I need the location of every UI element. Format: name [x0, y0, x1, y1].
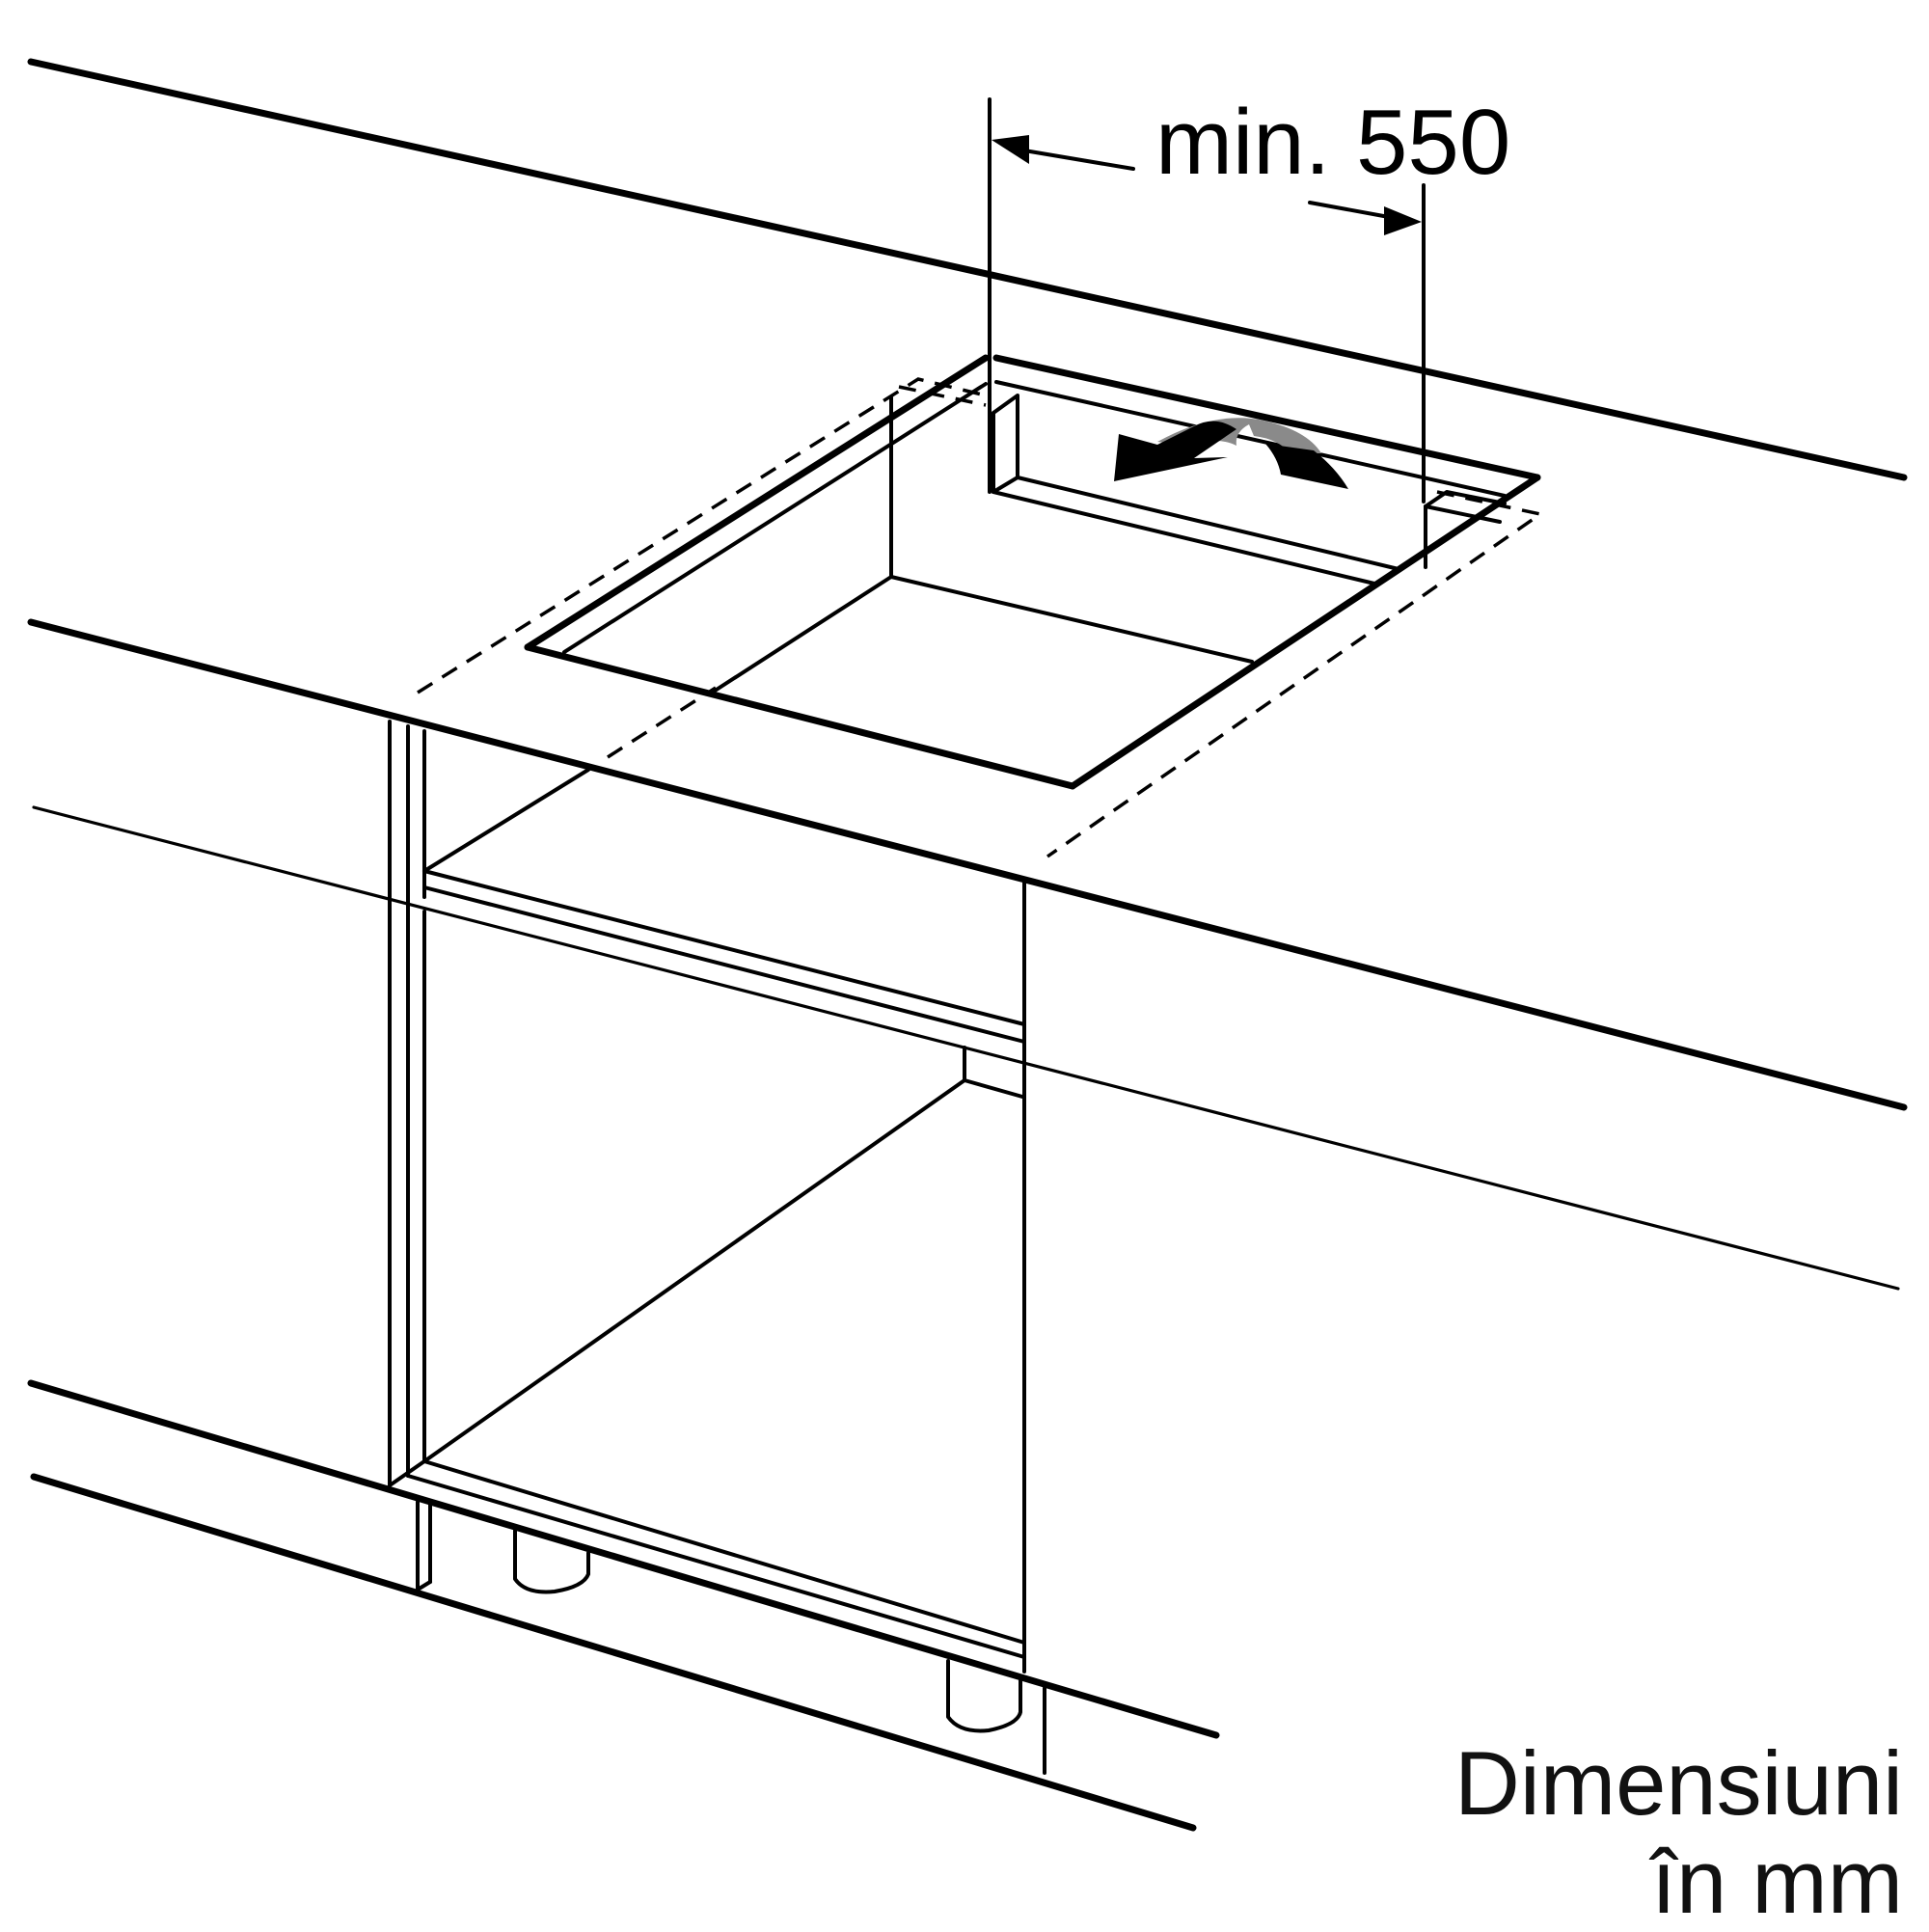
foot-right-icon	[946, 1659, 1022, 1733]
worktop-cutout	[524, 354, 1541, 790]
cabinet-top-rail-2	[422, 885, 1026, 1044]
dimension-arrow-left-shaft	[1022, 149, 1135, 171]
cabinet-bottom-rail-1	[422, 1459, 1026, 1645]
cabinet-bottom-rail-2	[406, 1474, 1026, 1659]
cabinet-feet	[513, 1529, 1022, 1733]
cabinet-back-floor	[963, 1078, 1024, 1099]
block-bottom-front	[992, 490, 1376, 585]
cabinet-top-diagonal	[422, 768, 590, 873]
cutout-back-edge	[992, 354, 1541, 481]
worktop-front-edge	[27, 618, 1908, 1111]
block-right-back	[1424, 490, 1507, 508]
units-note: Dimensiuni în mm	[1454, 1738, 1903, 1927]
plinth-top-edge	[27, 1379, 1220, 1739]
block-bottom-back	[1016, 476, 1400, 571]
cavity-floor-left	[707, 575, 893, 696]
cabinet-bottom-left-corner	[388, 1459, 426, 1487]
hob-outline-lower-left	[607, 686, 717, 759]
block-right-top	[1424, 504, 1502, 524]
hob-outline-dashed	[417, 377, 1545, 858]
cutout-left-edge	[524, 354, 990, 651]
rotation-arrow-front-black	[1114, 421, 1236, 481]
cutout-right-edge	[1069, 474, 1541, 790]
worktop-back-edge	[27, 58, 1908, 481]
cavity-floor-back	[889, 575, 1254, 664]
block-left	[992, 394, 1019, 494]
cutout-front-edge	[524, 643, 1076, 790]
rotation-arrow-tail-black	[1265, 444, 1348, 489]
dimension-min-550	[988, 97, 1426, 503]
dimension-label: min. 550	[1155, 91, 1511, 194]
cutout-inner-left	[562, 382, 988, 654]
cutout-inner-back	[994, 380, 1507, 498]
foot-left-icon	[513, 1529, 590, 1594]
dimension-arrow-right-shaft	[1308, 201, 1391, 219]
plinth-bottom-edge	[30, 1473, 1197, 1832]
cabinet-top-rail-1	[422, 869, 1026, 1026]
hob-outline-back-inner	[898, 385, 987, 407]
plinth	[27, 1379, 1220, 1832]
units-note-line1: Dimensiuni	[1454, 1732, 1903, 1834]
cabinet-side-leg-bottom	[416, 1580, 432, 1592]
hob-outline-left	[417, 377, 987, 694]
base-cabinet	[388, 720, 1046, 1775]
curved-insert-arrow-icon	[1114, 418, 1348, 489]
hob-outline-right	[1046, 490, 1545, 858]
worktop	[27, 58, 1908, 1291]
cabinet-floor-diagonal	[422, 1078, 966, 1463]
dimension-arrowhead-right-icon	[1384, 206, 1422, 235]
units-note-line2: în mm	[1650, 1831, 1903, 1932]
dimension-arrowhead-left-icon	[992, 135, 1029, 164]
